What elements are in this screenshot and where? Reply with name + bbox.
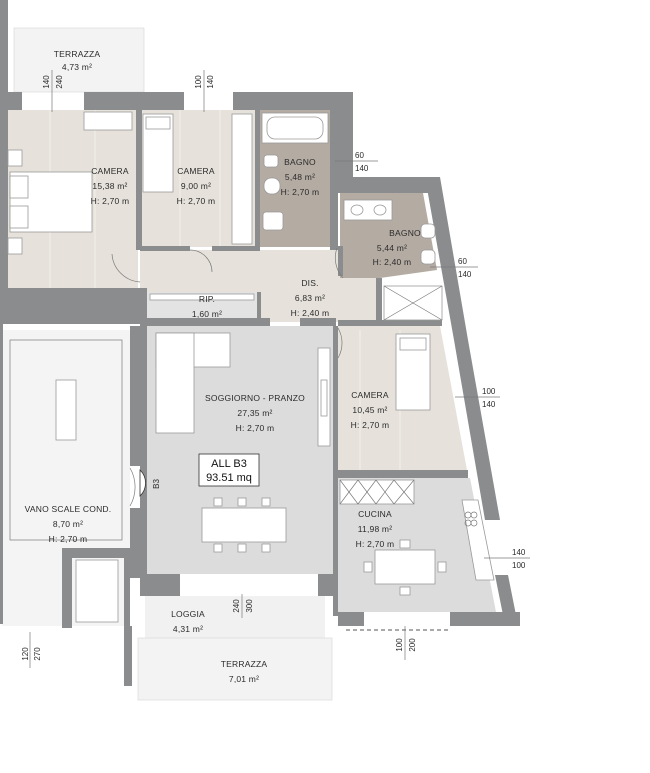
dim-vano-b: 270 (33, 647, 42, 661)
camera3-name: CAMERA (351, 390, 389, 400)
kitchen-table-icon (374, 549, 436, 585)
bagno2-area: 5,44 m² (377, 243, 407, 253)
loggia-area: 4,31 m² (173, 624, 203, 634)
vano-scale-name: VANO SCALE COND. (25, 504, 112, 514)
dis-name: DIS. (301, 278, 318, 288)
dim-bagno1-a: 60 (355, 151, 364, 160)
stairs-icon (9, 339, 123, 623)
unit-area: 93.51 mq (206, 472, 252, 484)
terrazza-top-name: TERRAZZA (54, 49, 101, 59)
cucina-name: CUCINA (358, 509, 392, 519)
camera1-height: H: 2,70 m (91, 196, 130, 206)
dim-bagno2-b: 140 (458, 270, 472, 279)
dim-loggia-b: 300 (245, 599, 254, 613)
loggia-floor (145, 596, 325, 638)
dim-camera2-b: 140 (206, 75, 215, 89)
soggiorno-area: 27,35 m² (237, 408, 272, 418)
window-marks (22, 100, 450, 631)
dim-terrazza-b: 240 (55, 75, 64, 89)
stair-marker: B3 (139, 469, 161, 497)
dim-cucina-bottom-b: 200 (408, 638, 417, 652)
dim-cucina-a: 140 (512, 548, 526, 557)
bagno1-height: H: 2,70 m (281, 187, 320, 197)
camera2-area: 9,00 m² (181, 181, 211, 191)
door-swings (111, 247, 344, 507)
unit-name: ALL B3 (211, 458, 247, 470)
terrazza-bottom-area: 7,01 m² (229, 674, 259, 684)
dining-table-icon (201, 507, 287, 543)
soggiorno-name: SOGGIORNO - PRANZO (205, 393, 305, 403)
dim-cucina-bottom-a: 100 (395, 638, 404, 652)
rip-name: RIP. (199, 294, 215, 304)
dim-camera2-a: 100 (194, 75, 203, 89)
dim-loggia-a: 240 (232, 599, 241, 613)
bagno1-name: BAGNO (284, 157, 316, 167)
dim-camera3-b: 140 (482, 400, 496, 409)
camera3-height: H: 2,70 m (351, 420, 390, 430)
soggiorno-height: H: 2,70 m (236, 423, 275, 433)
rip-area: 1,60 m² (192, 309, 222, 319)
vano-scale-height: H: 2,70 m (49, 534, 88, 544)
dis-height: H: 2,40 m (291, 308, 330, 318)
bagno1-area: 5,48 m² (285, 172, 315, 182)
cucina-area: 11,98 m² (358, 524, 393, 534)
dis-area: 6,83 m² (295, 293, 325, 303)
walls (0, 0, 520, 686)
dim-cucina-b: 100 (512, 561, 526, 570)
dim-terrazza-a: 140 (42, 75, 51, 89)
terrazza-top-floor (13, 27, 145, 93)
cucina-height: H: 2,70 m (356, 539, 395, 549)
terrazza-bottom-name: TERRAZZA (221, 659, 268, 669)
loggia-name: LOGGIA (171, 609, 205, 619)
dim-bagno1-b: 140 (355, 164, 369, 173)
stair-marker-label: B3 (152, 479, 161, 489)
camera1-name: CAMERA (91, 166, 129, 176)
camera3-area: 10,45 m² (352, 405, 387, 415)
terrazza-bottom-floor (137, 637, 333, 701)
terrazza-top-area: 4,73 m² (62, 62, 92, 72)
vano-scale-area: 8,70 m² (53, 519, 83, 529)
camera2-name: CAMERA (177, 166, 215, 176)
camera2-height: H: 2,70 m (177, 196, 216, 206)
camera1-area: 15,38 m² (92, 181, 127, 191)
dim-vano-a: 120 (21, 647, 30, 661)
bagno2-name: BAGNO (389, 228, 421, 238)
wood-plank-lines (49, 110, 401, 470)
dim-camera3-a: 100 (482, 387, 496, 396)
bagno2-height: H: 2,40 m (373, 257, 412, 267)
dim-bagno2-a: 60 (458, 257, 467, 266)
unit-badge: ALL B3 93.51 mq (198, 453, 260, 487)
opening-dimensions: 140 240 100 140 60 140 60 140 100 140 14… (21, 70, 530, 668)
wardrobe-camera1 (83, 111, 133, 131)
furniture (7, 111, 495, 623)
kitchen-cabinets-icon (339, 479, 415, 505)
room-labels: TERRAZZA 4,73 m² CAMERA 15,38 m² H: 2,70… (25, 49, 421, 684)
